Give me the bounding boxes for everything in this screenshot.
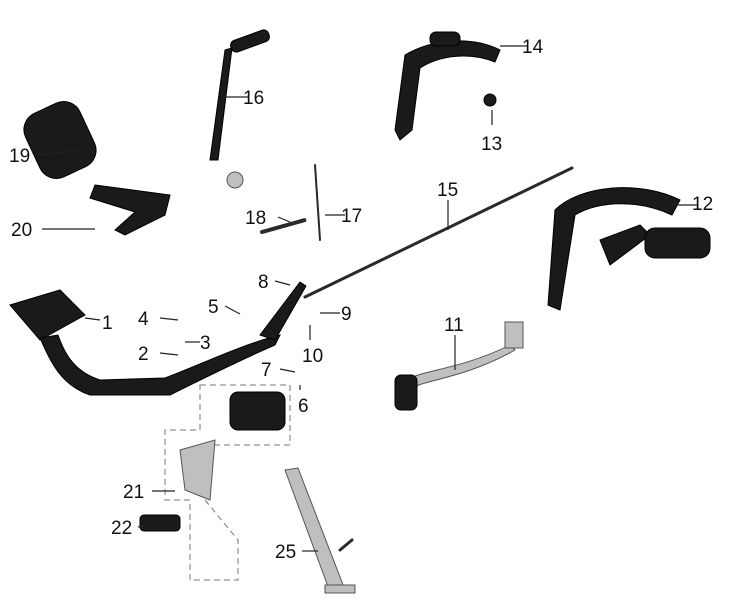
callout-2: 2 — [138, 344, 149, 365]
callout-14: 14 — [522, 37, 544, 58]
callout-labels: 1 2 3 4 5 6 7 8 9 10 11 12 13 14 15 16 1… — [9, 37, 713, 563]
callout-10: 10 — [302, 346, 323, 367]
callout-17: 17 — [341, 206, 362, 227]
callout-19: 19 — [9, 146, 30, 167]
callout-20: 20 — [11, 220, 32, 241]
callout-25: 25 — [275, 542, 296, 563]
callout-8: 8 — [258, 272, 269, 293]
callout-21: 21 — [123, 482, 144, 503]
callout-7: 7 — [261, 360, 272, 381]
callout-12: 12 — [692, 194, 713, 215]
callout-15: 15 — [437, 180, 458, 201]
callout-13: 13 — [481, 134, 502, 155]
callout-4: 4 — [138, 309, 149, 330]
leader-lines — [37, 45, 698, 552]
shift-lever-part — [394, 321, 524, 411]
callout-9: 9 — [341, 304, 352, 325]
side-stand-part — [284, 467, 356, 594]
callout-11: 11 — [444, 315, 464, 336]
callout-6: 6 — [298, 396, 309, 417]
callout-5: 5 — [208, 297, 219, 318]
callout-16: 16 — [243, 88, 264, 109]
front-footpeg-bracket-part — [394, 31, 501, 141]
callout-3: 3 — [200, 333, 211, 354]
callout-18: 18 — [245, 208, 266, 229]
brake-pedal-part — [9, 281, 307, 396]
kick-starter-part — [209, 29, 270, 189]
footpeg-19-part — [23, 101, 171, 236]
subassembly-outline — [164, 384, 291, 581]
pin-part — [314, 164, 321, 241]
brake-rod-part — [303, 166, 574, 299]
callout-22: 22 — [111, 518, 132, 539]
spring-part — [260, 218, 307, 234]
bracket-21-part — [179, 439, 216, 501]
brake-switch-part — [139, 514, 181, 532]
callout-1: 1 — [102, 313, 113, 334]
footpeg-21-part — [229, 391, 286, 431]
rear-footpeg-bracket-part — [547, 187, 711, 311]
